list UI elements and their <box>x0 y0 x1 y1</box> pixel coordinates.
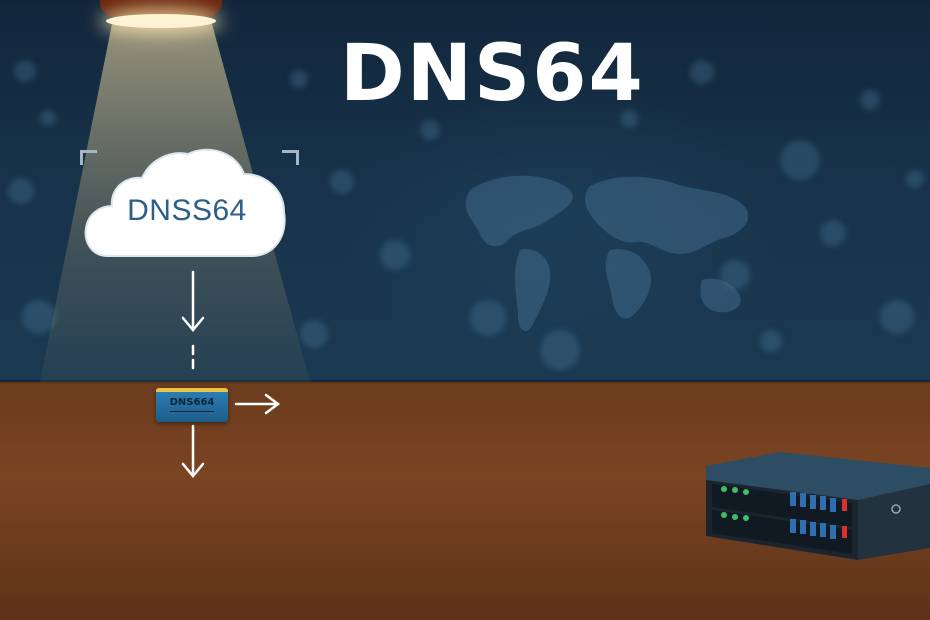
drive-slot <box>810 522 816 536</box>
page-title: DNS64 <box>340 29 645 119</box>
bokeh-dot <box>290 70 308 88</box>
bokeh-dot <box>760 330 782 352</box>
server-side <box>858 484 930 560</box>
dns64-chip: DNS664 <box>156 388 228 422</box>
power-button <box>891 504 901 514</box>
bokeh-dot <box>860 90 880 110</box>
bokeh-dot <box>820 220 846 246</box>
status-led <box>721 512 727 518</box>
status-led <box>743 515 749 521</box>
drive-slot <box>800 520 806 534</box>
bokeh-dot <box>40 110 56 126</box>
lamp-bulb-glow <box>106 14 216 28</box>
drive-slot <box>800 493 806 507</box>
arrow-down-icon <box>181 462 205 478</box>
status-led <box>842 499 847 511</box>
frame-corner-bracket <box>80 150 97 165</box>
chip-label: DNS664 <box>169 397 215 408</box>
bokeh-dot <box>300 320 328 348</box>
drive-slot <box>790 492 796 506</box>
bokeh-lights <box>8 60 924 370</box>
frame-corner-bracket <box>282 150 299 165</box>
bokeh-dot <box>8 178 34 204</box>
bokeh-dot <box>22 300 56 334</box>
drive-slot <box>830 525 836 539</box>
status-led <box>721 486 727 492</box>
bokeh-dot <box>470 300 506 336</box>
cloud-shape <box>84 148 286 257</box>
arrow-right-icon <box>264 393 281 415</box>
bokeh-dot <box>720 260 750 290</box>
bokeh-dot <box>690 60 714 84</box>
drive-slot <box>830 498 836 512</box>
status-led <box>732 514 738 520</box>
bokeh-dot <box>880 300 914 334</box>
drive-slot <box>820 496 826 510</box>
table-edge-shadow <box>0 380 930 384</box>
chip-underline <box>170 411 214 412</box>
status-led <box>842 526 847 538</box>
bokeh-dot <box>780 140 820 180</box>
bokeh-dot <box>906 170 924 188</box>
bokeh-dot <box>620 110 638 128</box>
cloud-icon: DNSS64 <box>84 140 290 258</box>
bokeh-dot <box>380 240 410 270</box>
server-top <box>706 452 930 500</box>
drive-slot <box>820 523 826 537</box>
world-map-silhouette <box>465 175 749 331</box>
cloud-label: DNSS64 <box>127 194 247 227</box>
status-led <box>732 487 738 493</box>
bokeh-dot <box>540 330 580 370</box>
status-led <box>743 489 749 495</box>
bokeh-dot <box>14 60 36 82</box>
drive-slot <box>810 495 816 509</box>
bokeh-dot <box>420 120 440 140</box>
arrow-down-icon <box>181 316 205 332</box>
server-bay <box>712 510 852 554</box>
bokeh-dot <box>330 170 354 194</box>
drive-slot <box>790 519 796 533</box>
